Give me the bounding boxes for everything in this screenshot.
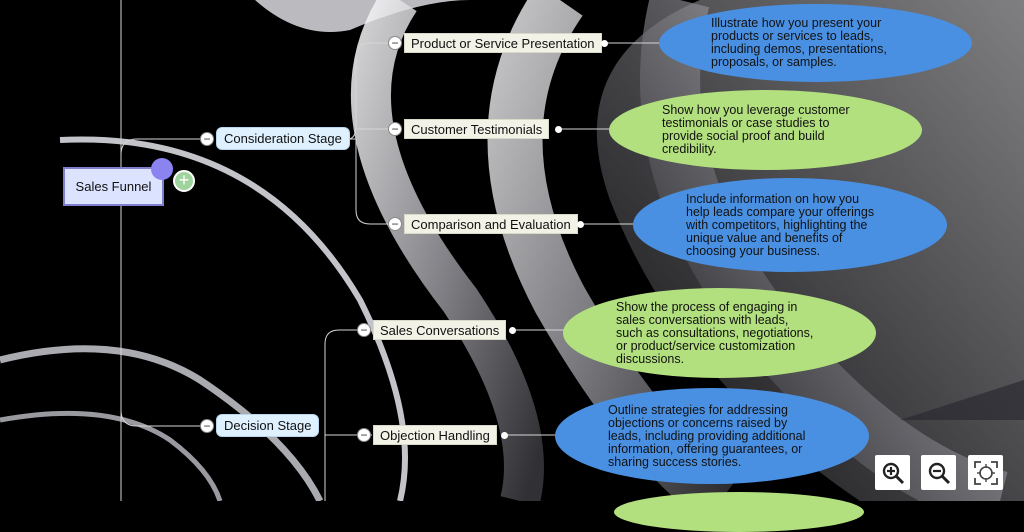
collapse-topic-icon[interactable]: − — [357, 428, 371, 442]
collapse-consideration-icon[interactable]: − — [200, 132, 214, 146]
topic-node-comparison-evaluation[interactable]: Comparison and Evaluation — [404, 214, 578, 234]
topic-connector-dot — [601, 40, 608, 47]
topic-connector-dot — [501, 432, 508, 439]
note-ellipse-customer-testimonials[interactable]: Show how you leverage customer testimoni… — [609, 90, 922, 170]
note-text: Illustrate how you present your products… — [711, 16, 887, 69]
collapse-topic-icon[interactable]: − — [357, 323, 371, 337]
fit-screen-button[interactable] — [968, 455, 1003, 490]
topic-connector-dot — [577, 221, 584, 228]
add-node-icon[interactable]: + — [173, 170, 195, 192]
zoom-out-button[interactable] — [921, 455, 956, 490]
note-ellipse-product-presentation[interactable]: Illustrate how you present your products… — [659, 4, 972, 82]
topic-label: Product or Service Presentation — [411, 35, 595, 51]
collaborator-avatar-dot — [151, 158, 173, 180]
note-text: Outline strategies for addressing object… — [608, 402, 806, 469]
collapse-topic-icon[interactable]: − — [388, 217, 402, 231]
stage-label: Decision Stage — [224, 418, 312, 433]
note-text: Show how you leverage customer testimoni… — [662, 103, 850, 156]
collapse-topic-icon[interactable]: − — [388, 122, 402, 136]
connector-lines — [120, 0, 660, 501]
topic-connector-dot — [555, 126, 562, 133]
zoom-out-icon — [928, 462, 950, 484]
topic-label: Objection Handling — [380, 427, 490, 443]
note-text: Show the process of engaging in sales co… — [616, 299, 814, 366]
topic-node-product-presentation[interactable]: Product or Service Presentation — [404, 33, 602, 53]
note-text: Include information on how you help lead… — [686, 191, 875, 258]
topic-node-objection-handling[interactable]: Objection Handling — [373, 425, 497, 445]
note-ellipse-partial[interactable] — [614, 492, 864, 532]
note-ellipse-sales-conversations[interactable]: Show the process of engaging in sales co… — [563, 288, 876, 378]
topic-node-customer-testimonials[interactable]: Customer Testimonials — [404, 119, 550, 139]
collapse-decision-icon[interactable]: − — [200, 419, 214, 433]
root-label: Sales Funnel — [75, 179, 152, 194]
fit-screen-icon — [973, 460, 998, 485]
stage-node-decision[interactable]: Decision Stage — [216, 414, 320, 437]
topic-label: Comparison and Evaluation — [411, 216, 571, 232]
stage-node-consideration[interactable]: Consideration Stage — [216, 127, 350, 150]
note-ellipse-objection-handling[interactable]: Outline strategies for addressing object… — [555, 388, 869, 484]
root-node-sales-funnel[interactable]: Sales Funnel — [63, 167, 164, 206]
topic-connector-dot — [509, 327, 516, 334]
zoom-in-icon — [882, 462, 904, 484]
topic-label: Customer Testimonials — [411, 121, 543, 137]
note-ellipse-comparison-evaluation[interactable]: Include information on how you help lead… — [633, 178, 947, 272]
topic-node-sales-conversations[interactable]: Sales Conversations — [373, 320, 507, 340]
stage-label: Consideration Stage — [224, 131, 342, 146]
collapse-topic-icon[interactable]: − — [388, 36, 402, 50]
zoom-in-button[interactable] — [875, 455, 910, 490]
topic-label: Sales Conversations — [380, 322, 500, 338]
